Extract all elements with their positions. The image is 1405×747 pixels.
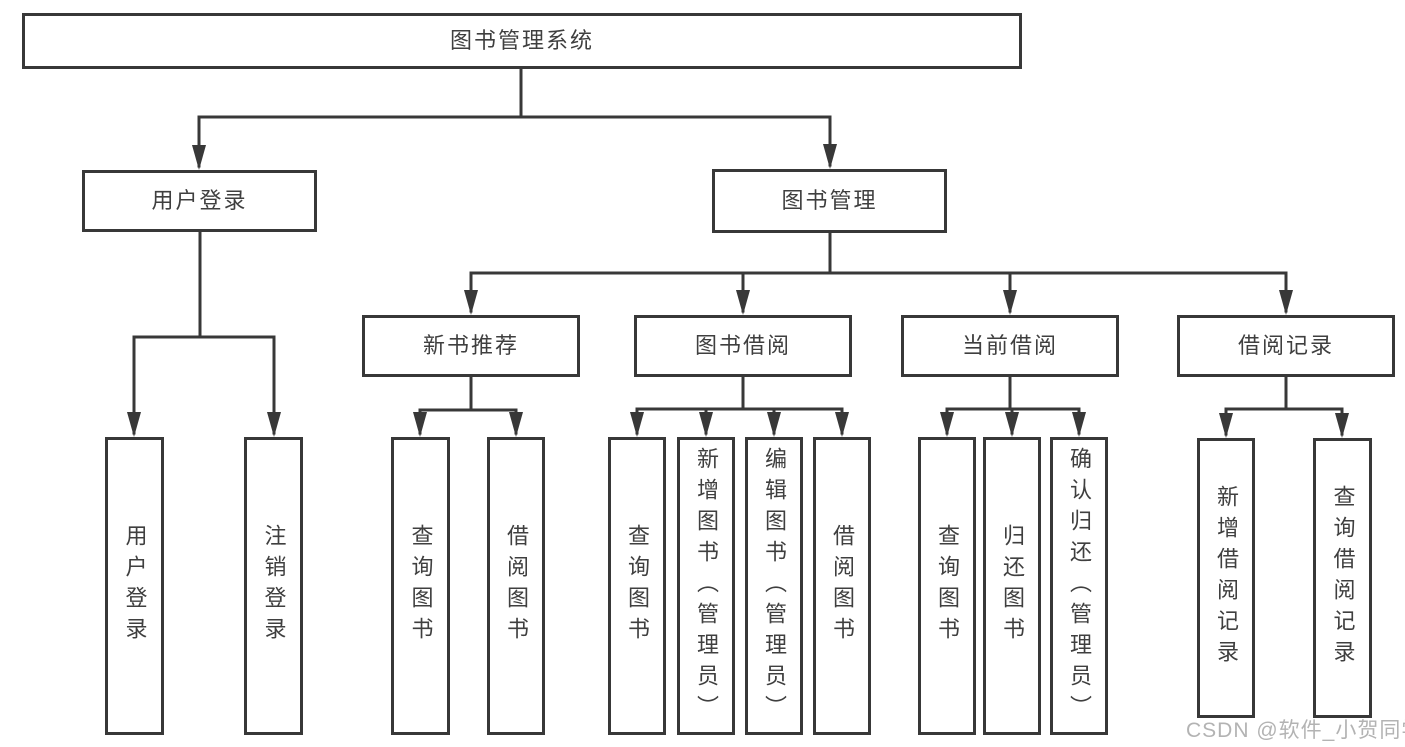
node-new-book-rec: 新书推荐 — [362, 315, 580, 377]
arrowhead-down-icon — [1219, 413, 1233, 438]
node-query-book-2: 查询图书 — [608, 437, 666, 735]
arrowhead-down-icon — [940, 412, 954, 437]
node-book-borrow: 图书借阅 — [634, 315, 852, 377]
node-confirm-return-admin: 确认归还（管理员） — [1050, 437, 1108, 735]
arrowhead-down-icon — [127, 412, 141, 437]
arrowhead-down-icon — [1072, 412, 1086, 437]
node-query-book-1: 查询图书 — [391, 437, 450, 735]
arrowhead-down-icon — [1335, 413, 1349, 438]
node-borrow-book-1: 借阅图书 — [487, 437, 545, 735]
node-query-borrow-record: 查询借阅记录 — [1313, 438, 1372, 718]
node-borrow-records: 借阅记录 — [1177, 315, 1395, 377]
arrowhead-down-icon — [464, 290, 478, 315]
arrowhead-down-icon — [509, 412, 523, 437]
node-borrow-book-2: 借阅图书 — [813, 437, 871, 735]
arrowhead-down-icon — [630, 412, 644, 437]
arrowhead-down-icon — [413, 412, 427, 437]
node-root: 图书管理系统 — [22, 13, 1022, 69]
node-logout: 注销登录 — [244, 437, 303, 735]
watermark-text: CSDN @软件_小贺同学 — [1186, 719, 1405, 742]
arrowhead-down-icon — [736, 290, 750, 315]
arrowhead-down-icon — [267, 412, 281, 437]
arrowhead-down-icon — [767, 412, 781, 437]
node-query-book-3: 查询图书 — [918, 437, 976, 735]
arrowhead-down-icon — [1279, 290, 1293, 315]
node-edit-book-admin: 编辑图书（管理员） — [745, 437, 803, 735]
arrowhead-down-icon — [835, 412, 849, 437]
node-return-book: 归还图书 — [983, 437, 1041, 735]
node-user-login: 用户登录 — [82, 170, 317, 232]
arrowhead-down-icon — [1005, 412, 1019, 437]
arrowhead-down-icon — [823, 144, 837, 169]
node-add-book-admin: 新增图书（管理员） — [677, 437, 735, 735]
node-add-borrow-record: 新增借阅记录 — [1197, 438, 1255, 718]
arrowhead-down-icon — [1003, 290, 1017, 315]
arrowhead-down-icon — [699, 412, 713, 437]
arrowhead-down-icon — [192, 145, 206, 170]
node-book-mgmt: 图书管理 — [712, 169, 947, 233]
node-current-borrow: 当前借阅 — [901, 315, 1119, 377]
node-login: 用户登录 — [105, 437, 164, 735]
